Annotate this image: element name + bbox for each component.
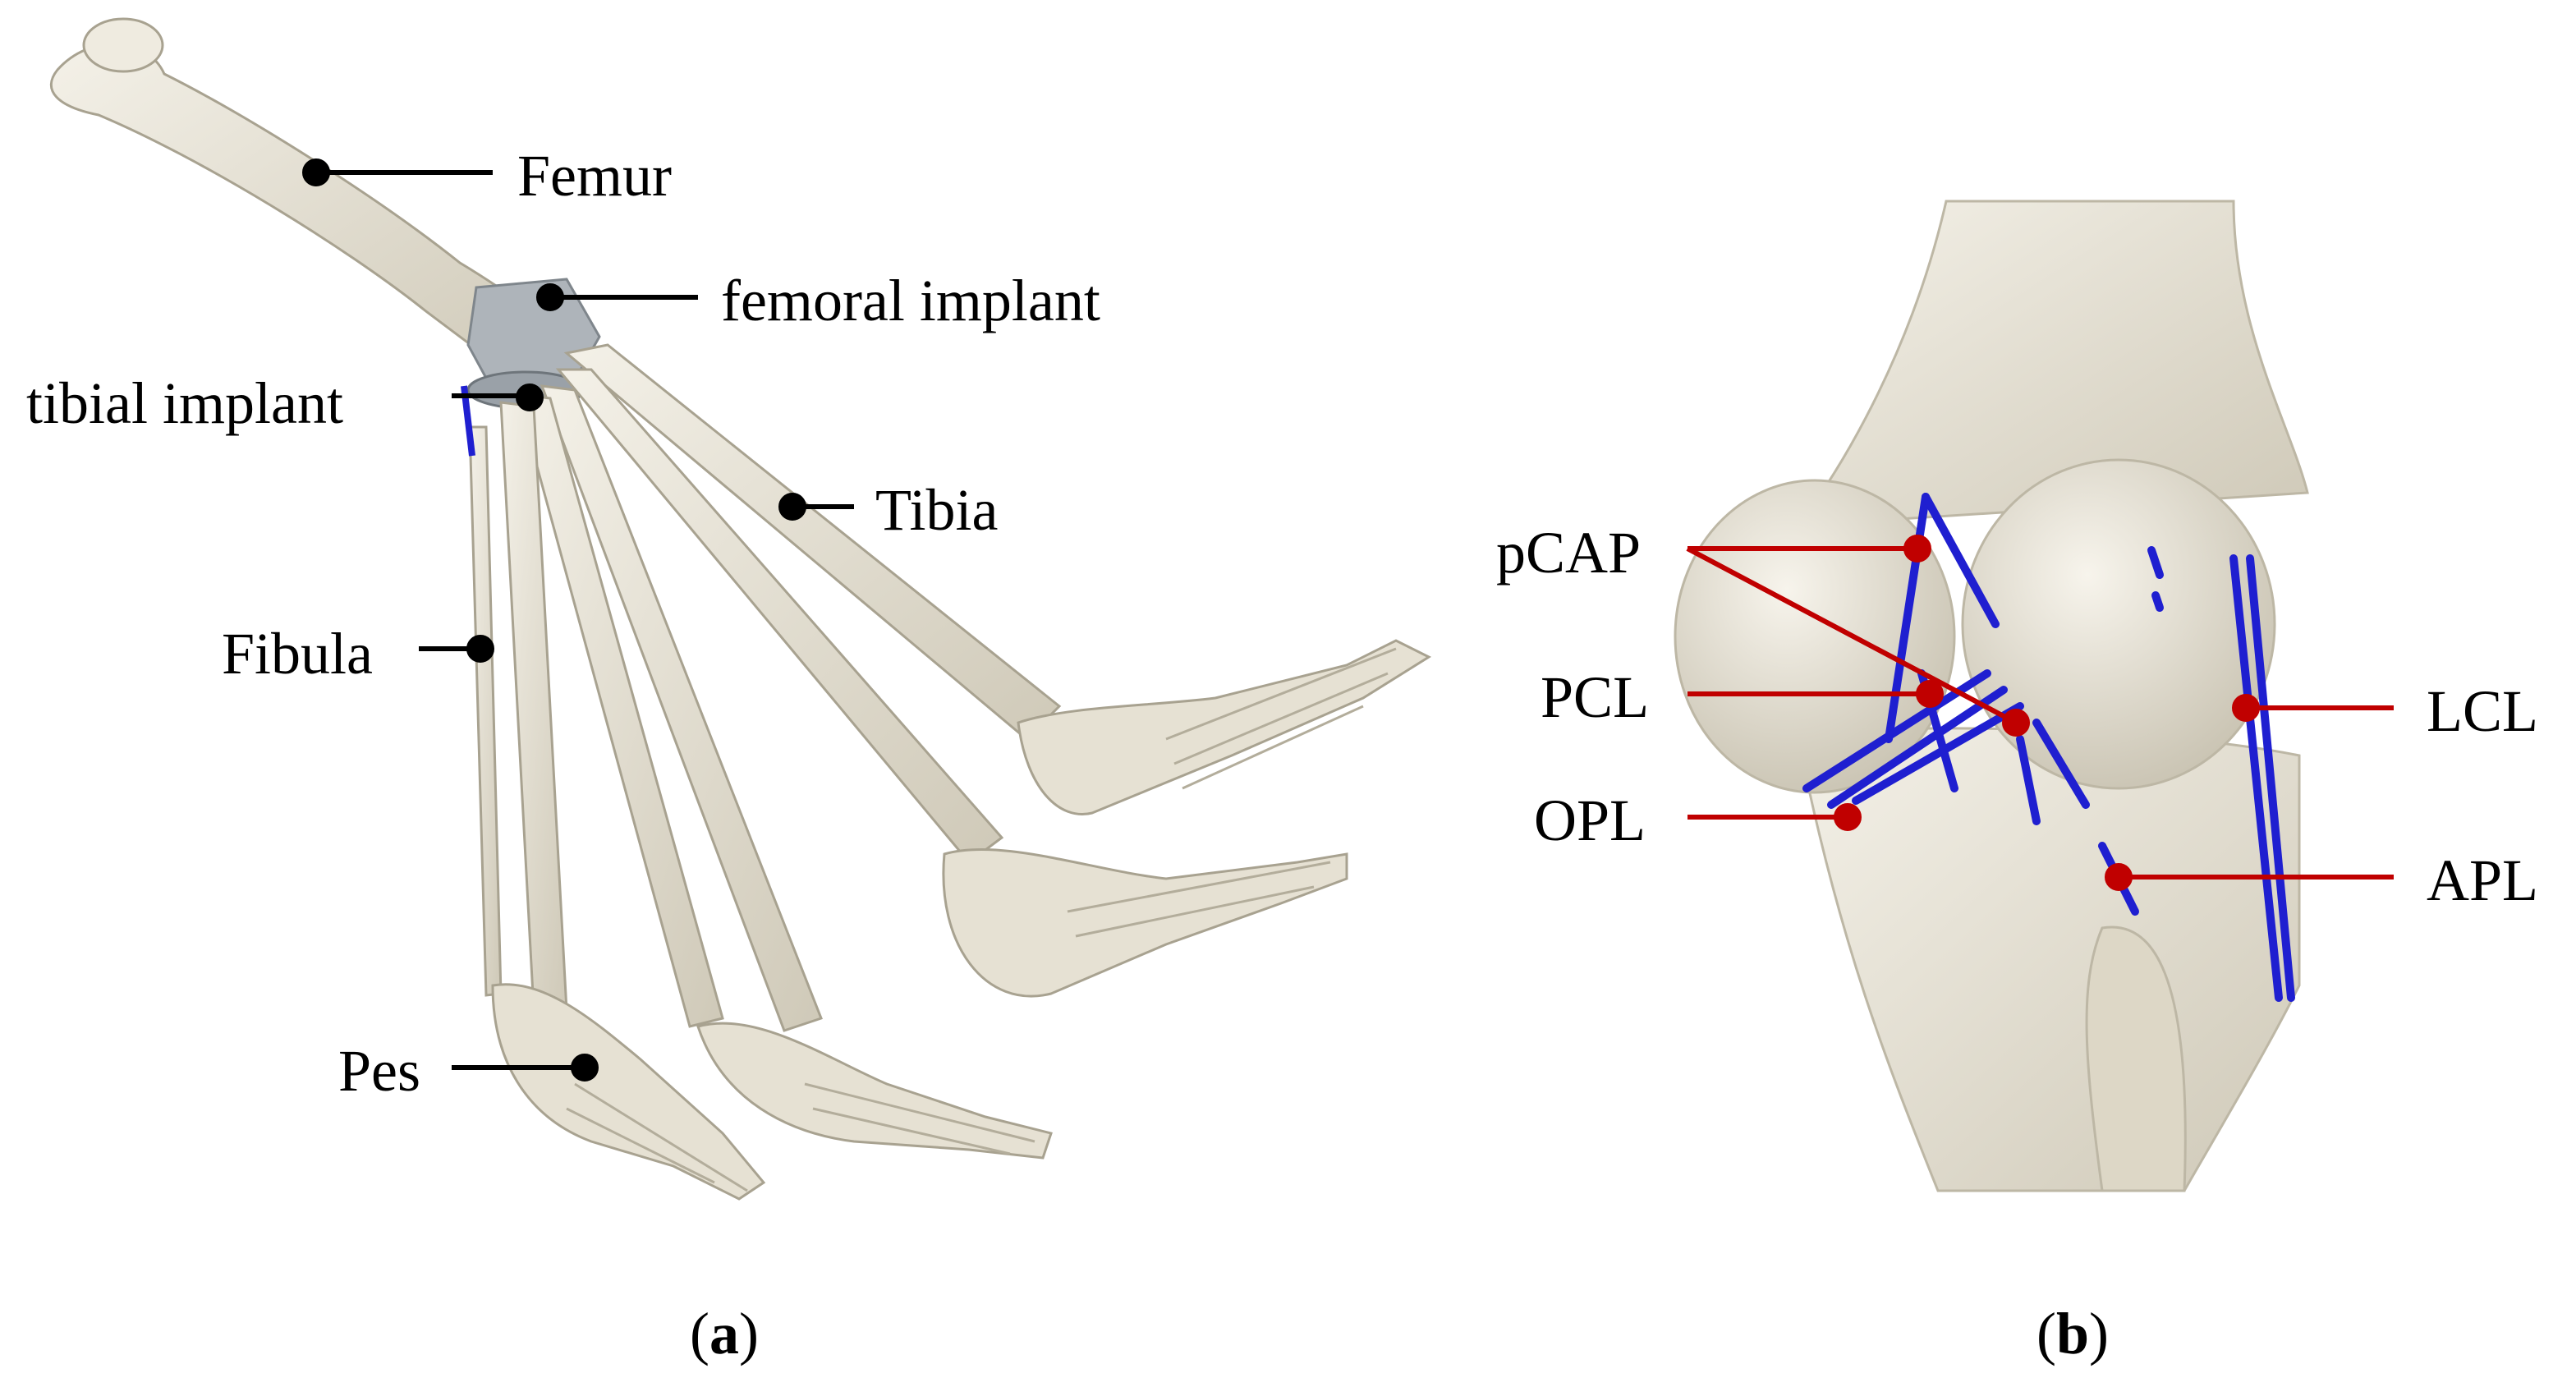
label-lcl: LCL [2427, 678, 2538, 744]
tibia-body [1797, 727, 2301, 1192]
tibia-bones [499, 343, 1062, 1032]
panel-a-leaders [302, 158, 854, 1082]
label-pcap: pCAP [1496, 520, 1642, 586]
fibula-bone [468, 425, 503, 997]
label-apl: APL [2427, 847, 2539, 913]
label-opl: OPL [1534, 788, 1646, 853]
caption-b: (b) [2036, 1301, 2110, 1366]
caption-a: (a) [690, 1301, 759, 1366]
label-femur: Femur [517, 143, 672, 209]
label-fibula: Fibula [222, 621, 374, 687]
caption-a-letter: a [709, 1301, 739, 1366]
label-tibial-implant: tibial implant [26, 370, 343, 436]
label-tibia: Tibia [875, 477, 999, 543]
femur-bone [49, 17, 560, 388]
label-pcl: PCL [1541, 664, 1650, 730]
panel-b-knee [1674, 200, 2309, 1192]
panel-a-skeleton [49, 17, 1432, 1201]
lateral-condyle [1961, 458, 2276, 790]
panel-b-leaders [1686, 535, 2394, 891]
fibula-head [2085, 925, 2187, 1192]
medial-condyle [1674, 479, 1956, 794]
caption-b-letter: b [2055, 1301, 2090, 1366]
label-femoral-implant: femoral implant [721, 268, 1100, 333]
toe-details [566, 647, 1397, 1192]
label-pes: Pes [338, 1038, 421, 1104]
